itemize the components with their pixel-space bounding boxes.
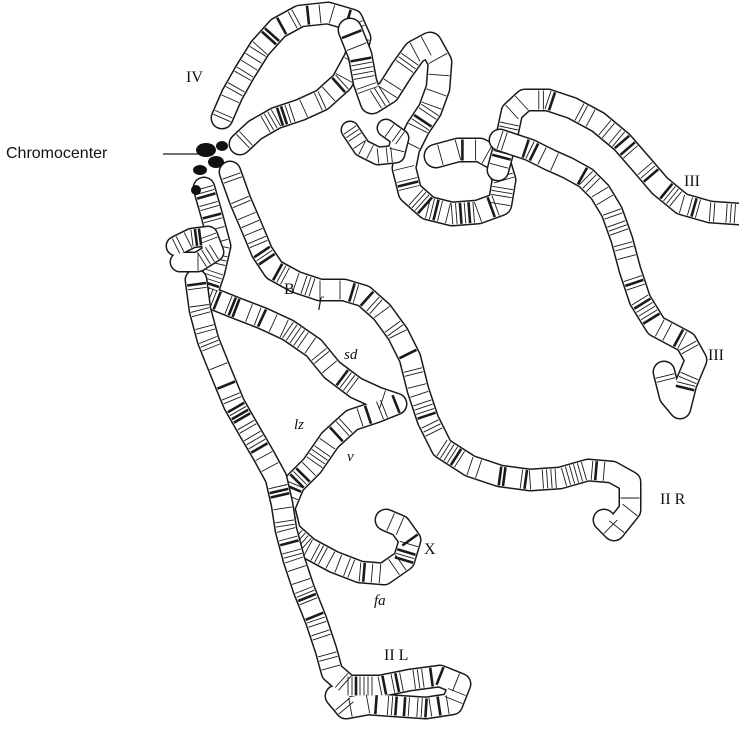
gene-f-label: f	[318, 296, 322, 311]
gene-sd-label: sd	[344, 348, 357, 363]
chromocenter-label: Chromocenter	[6, 146, 107, 162]
arm-iii-hook	[344, 124, 405, 163]
arm-iv-stub	[172, 229, 218, 271]
arm-iii-upper-label: III	[684, 174, 700, 190]
arm-ii-l-label: II L	[384, 648, 408, 664]
arm-x-label: X	[424, 542, 436, 558]
arm-ii-r-label: II R	[660, 492, 685, 508]
gene-lz-label: lz	[294, 418, 304, 433]
arm-iii-curl	[497, 131, 698, 408]
band-b-label: B	[284, 282, 295, 298]
arm-iii-lower-label: III	[708, 348, 724, 364]
gene-fa-label: fa	[374, 594, 386, 609]
arm-iv-label: IV	[186, 70, 203, 86]
arm-iii-loop	[342, 30, 514, 225]
chromosome-arms	[172, 4, 739, 717]
gene-v-label: v	[347, 450, 354, 465]
